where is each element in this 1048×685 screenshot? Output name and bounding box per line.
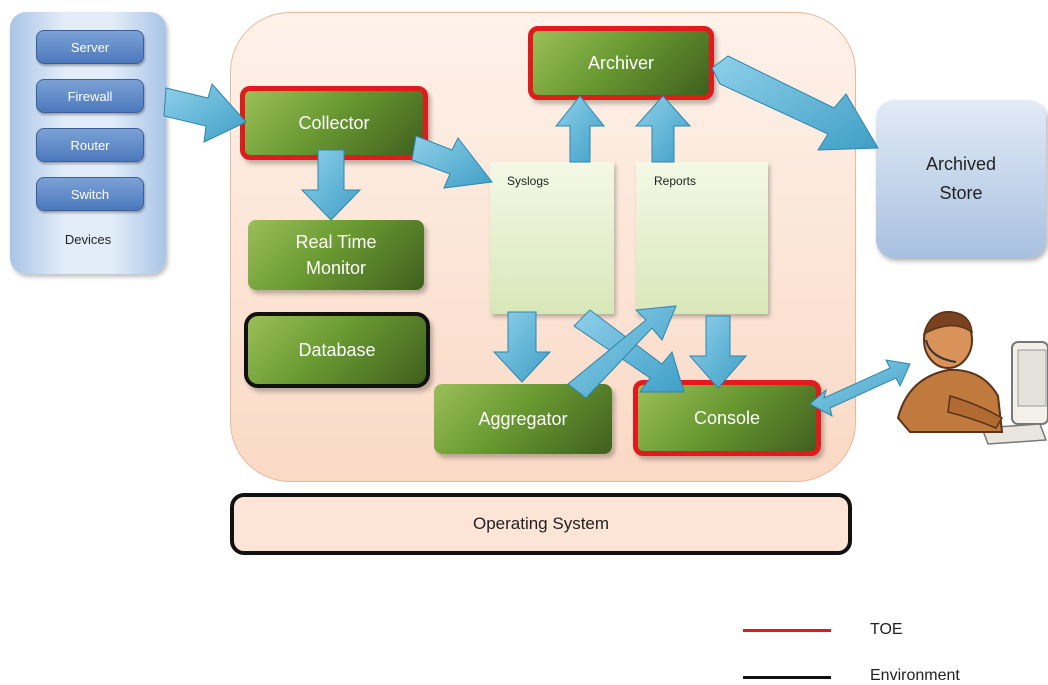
arrow-console-operator <box>809 359 911 417</box>
collector-label: Collector <box>298 112 370 133</box>
device-server[interactable]: Server <box>36 30 144 64</box>
legend-toe-label: TOE <box>870 621 903 638</box>
legend-environment-label: Environment <box>870 667 960 684</box>
syslogs-document[interactable] <box>490 162 614 314</box>
device-firewall[interactable]: Firewall <box>36 79 144 113</box>
aggregator-label: Aggregator <box>478 408 568 429</box>
database-box[interactable]: Database <box>244 312 430 388</box>
device-switch[interactable]: Switch <box>36 177 144 211</box>
archiver-box[interactable]: Archiver <box>528 26 714 100</box>
arrow-aggregator-to-reports <box>567 305 677 399</box>
legend-environment-line <box>743 676 831 679</box>
console-box[interactable]: Console <box>633 380 821 456</box>
console-label: Console <box>693 407 761 428</box>
arrow-collector-to-monitor <box>300 149 362 221</box>
legend-toe-line <box>743 629 831 632</box>
archiver-label: Archiver <box>587 52 654 73</box>
arrow-devices-to-collector <box>163 82 247 143</box>
syslogs-label: Syslogs <box>507 174 550 188</box>
arrow-syslogs-to-archiver <box>554 95 606 163</box>
reports-label: Reports <box>654 174 697 188</box>
operating-system-label: Operating System <box>472 514 610 533</box>
arrow-reports-to-console <box>688 315 748 389</box>
operator-computer-icon <box>896 311 1048 445</box>
arrow-syslogs-to-aggregator <box>492 311 552 383</box>
operating-system-bar[interactable]: Operating System <box>230 493 852 555</box>
arrow-archiver-to-store <box>711 55 879 151</box>
arrow-reports-to-archiver <box>634 95 692 163</box>
device-router[interactable]: Router <box>36 128 144 162</box>
reports-document[interactable] <box>636 162 768 314</box>
database-label: Database <box>298 339 376 360</box>
collector-box[interactable]: Collector <box>240 86 428 160</box>
devices-label: Devices <box>64 232 112 247</box>
arrow-collector-to-syslogs <box>411 135 493 189</box>
